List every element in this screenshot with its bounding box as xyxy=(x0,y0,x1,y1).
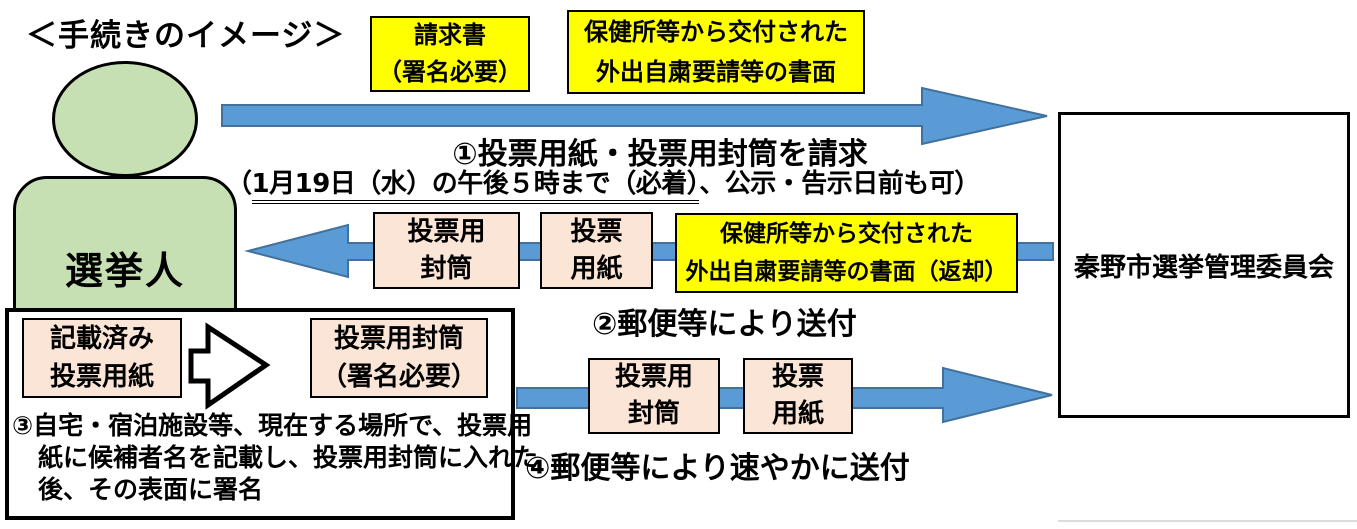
election-committee-box: 秦野市選挙管理委員会 xyxy=(1058,112,1350,418)
note-deadline: 1月19日（水）の午後５時まで（必着） xyxy=(251,169,700,204)
doc-ballot-paper-step2: 投票 用紙 xyxy=(540,212,653,289)
step1-deadline-note: （1月19日（水）の午後５時まで（必着）、公示・告示日前も可） xyxy=(226,163,980,204)
doc-notice-line2: 外出自粛要請等の書面 xyxy=(596,58,836,86)
doc-ballot-envelope-step4: 投票用 封筒 xyxy=(588,358,720,434)
doc-signed-line2: （署名必要） xyxy=(320,362,477,392)
step1-caption: ①投票用紙・投票用封筒を請求 xyxy=(452,137,868,172)
doc-quarantine-notice-returned: 保健所等から交付された 外出自粛要請等の書面（返却） xyxy=(675,213,1018,293)
doc-signed-envelope: 投票用封筒 （署名必要） xyxy=(310,318,488,398)
step3-caption: ③自宅・宿泊施設等、現在する場所で、投票用 紙に候補者名を記載し、投票用封筒に入… xyxy=(12,410,538,506)
doc-quarantine-notice: 保健所等から交付された 外出自粛要請等の書面 xyxy=(567,10,865,94)
doc-signed-line1: 投票用封筒 xyxy=(333,324,464,354)
note-rest: 、公示・告示日前も可） xyxy=(699,169,980,199)
step3-caption-line3: 後、その表面に署名 xyxy=(38,475,264,504)
doc-filled-line2: 投票用紙 xyxy=(49,362,154,392)
doc-ballot4-line1: 投票 xyxy=(771,362,824,392)
doc-ballot4-line2: 用紙 xyxy=(771,399,824,429)
doc-filled-ballot: 記載済み 投票用紙 xyxy=(22,318,182,398)
doc-filled-line1: 記載済み xyxy=(49,324,154,354)
doc-envelope4-line2: 封筒 xyxy=(627,399,680,429)
doc-request-form: 請求書 （署名必要） xyxy=(370,16,530,92)
voter-head-icon xyxy=(52,61,198,177)
insert-arrow-icon xyxy=(188,322,271,410)
committee-label: 秦野市選挙管理委員会 xyxy=(1073,252,1334,283)
doc-envelope-line1: 投票用 xyxy=(407,216,486,247)
doc-notice-return-line2: 外出自粛要請等の書面（返却） xyxy=(685,259,1008,285)
doc-request-line2: （署名必要） xyxy=(378,58,522,86)
doc-envelope-line2: 封筒 xyxy=(420,253,473,284)
doc-envelope4-line1: 投票用 xyxy=(614,362,693,392)
diagram-title: ＜手続きのイメージ＞ xyxy=(26,18,346,54)
step3-writing-box: 記載済み 投票用紙 投票用封筒 （署名必要） ③自宅・宿泊施設等、現在する場所で… xyxy=(5,308,538,520)
voter-label: 選挙人 xyxy=(64,248,185,293)
step2-caption: ②郵便等により送付 xyxy=(592,307,857,342)
doc-ballot-line1: 投票 xyxy=(570,216,623,247)
doc-notice-line1: 保健所等から交付された xyxy=(584,18,848,46)
step3-caption-line1: ③自宅・宿泊施設等、現在する場所で、投票用 xyxy=(12,411,533,440)
doc-ballot-line2: 用紙 xyxy=(570,253,623,284)
step4-caption: ④郵便等により速やかに送付 xyxy=(525,451,910,486)
request-arrow-right-icon xyxy=(221,86,1048,146)
doc-ballot-envelope-step2: 投票用 封筒 xyxy=(373,212,520,289)
doc-notice-return-line1: 保健所等から交付された xyxy=(720,221,973,247)
voter-figure: 選挙人 xyxy=(13,176,237,316)
doc-request-line1: 請求書 xyxy=(414,21,486,49)
step3-caption-line2: 紙に候補者名を記載し、投票用封筒に入れた xyxy=(38,443,539,472)
note-open: （ xyxy=(226,169,252,199)
cropped-edge-line xyxy=(1058,520,1357,522)
doc-ballot-paper-step4: 投票 用紙 xyxy=(743,358,853,434)
